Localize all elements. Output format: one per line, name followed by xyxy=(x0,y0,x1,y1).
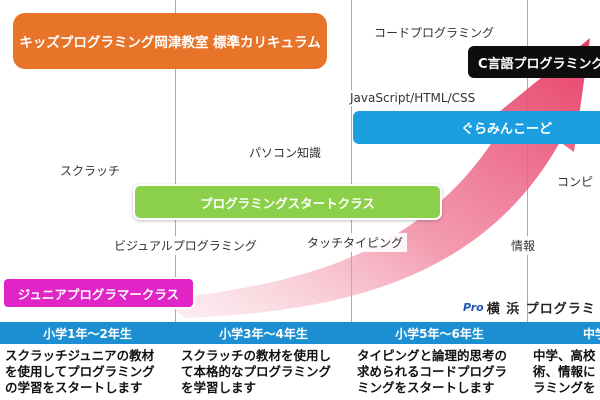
topic-touch-typing: タッチタイピング xyxy=(303,233,408,252)
topic-web-languages: JavaScript/HTML/CSS xyxy=(346,90,480,106)
course-programming-start: プログラミングスタートクラス xyxy=(133,184,442,220)
course-c-language: C言語プログラミング xyxy=(468,46,600,78)
grade-bar xyxy=(0,322,600,344)
topic-visual-programming: ビジュアルプログラミング xyxy=(110,236,261,255)
grade-label: 中学 xyxy=(583,326,600,341)
course-guramin-code-label: ぐらみんこーど xyxy=(461,122,553,137)
topic-code-programming: コードプログラミング xyxy=(370,23,499,42)
grade-label: 小学5年〜6年生 xyxy=(395,326,484,341)
course-guramin-code: ぐらみんこーど xyxy=(353,111,600,144)
course-junior-programmer-label: ジュニアプログラマークラス xyxy=(17,286,180,302)
title-banner: キッズプログラミング岡津教室 標準カリキュラム xyxy=(13,13,327,69)
title-text: キッズプログラミング岡津教室 標準カリキュラム xyxy=(19,35,321,51)
course-c-language-label: C言語プログラミング xyxy=(478,56,600,72)
topic-scratch: スクラッチ xyxy=(56,161,125,180)
grade-label: 小学3年〜4年生 xyxy=(219,326,308,341)
column-divider xyxy=(351,0,352,322)
course-junior-programmer: ジュニアプログラマークラス xyxy=(2,277,195,309)
column-divider xyxy=(175,0,176,322)
school-logo: Pro 横 浜 プログラミ xyxy=(463,296,596,318)
logo-mark: Pro xyxy=(463,300,484,314)
topic-pc-knowledge: パソコン知識 xyxy=(245,143,326,162)
topic-information: 情報 xyxy=(507,236,540,255)
grade-description: スクラッチの教材を使用し て本格的なプログラミング を学習します xyxy=(181,348,332,395)
arrow-shape xyxy=(160,38,590,318)
grade-description: 中学、高校 術、情報に ラミングを xyxy=(533,348,596,395)
grade-description: スクラッチジュニアの教材 を使用してプログラミング の学習をスタートします xyxy=(5,348,155,395)
topic-computer: コンピ xyxy=(553,172,598,191)
course-programming-start-label: プログラミングスタートクラス xyxy=(200,195,375,211)
grade-label: 小学1年〜2年生 xyxy=(43,326,132,341)
grade-description: タイピングと論理的思考の 求められるコードプログラ ミングをスタートします xyxy=(357,348,508,395)
logo-text: 横 浜 プログラミ xyxy=(486,301,596,317)
